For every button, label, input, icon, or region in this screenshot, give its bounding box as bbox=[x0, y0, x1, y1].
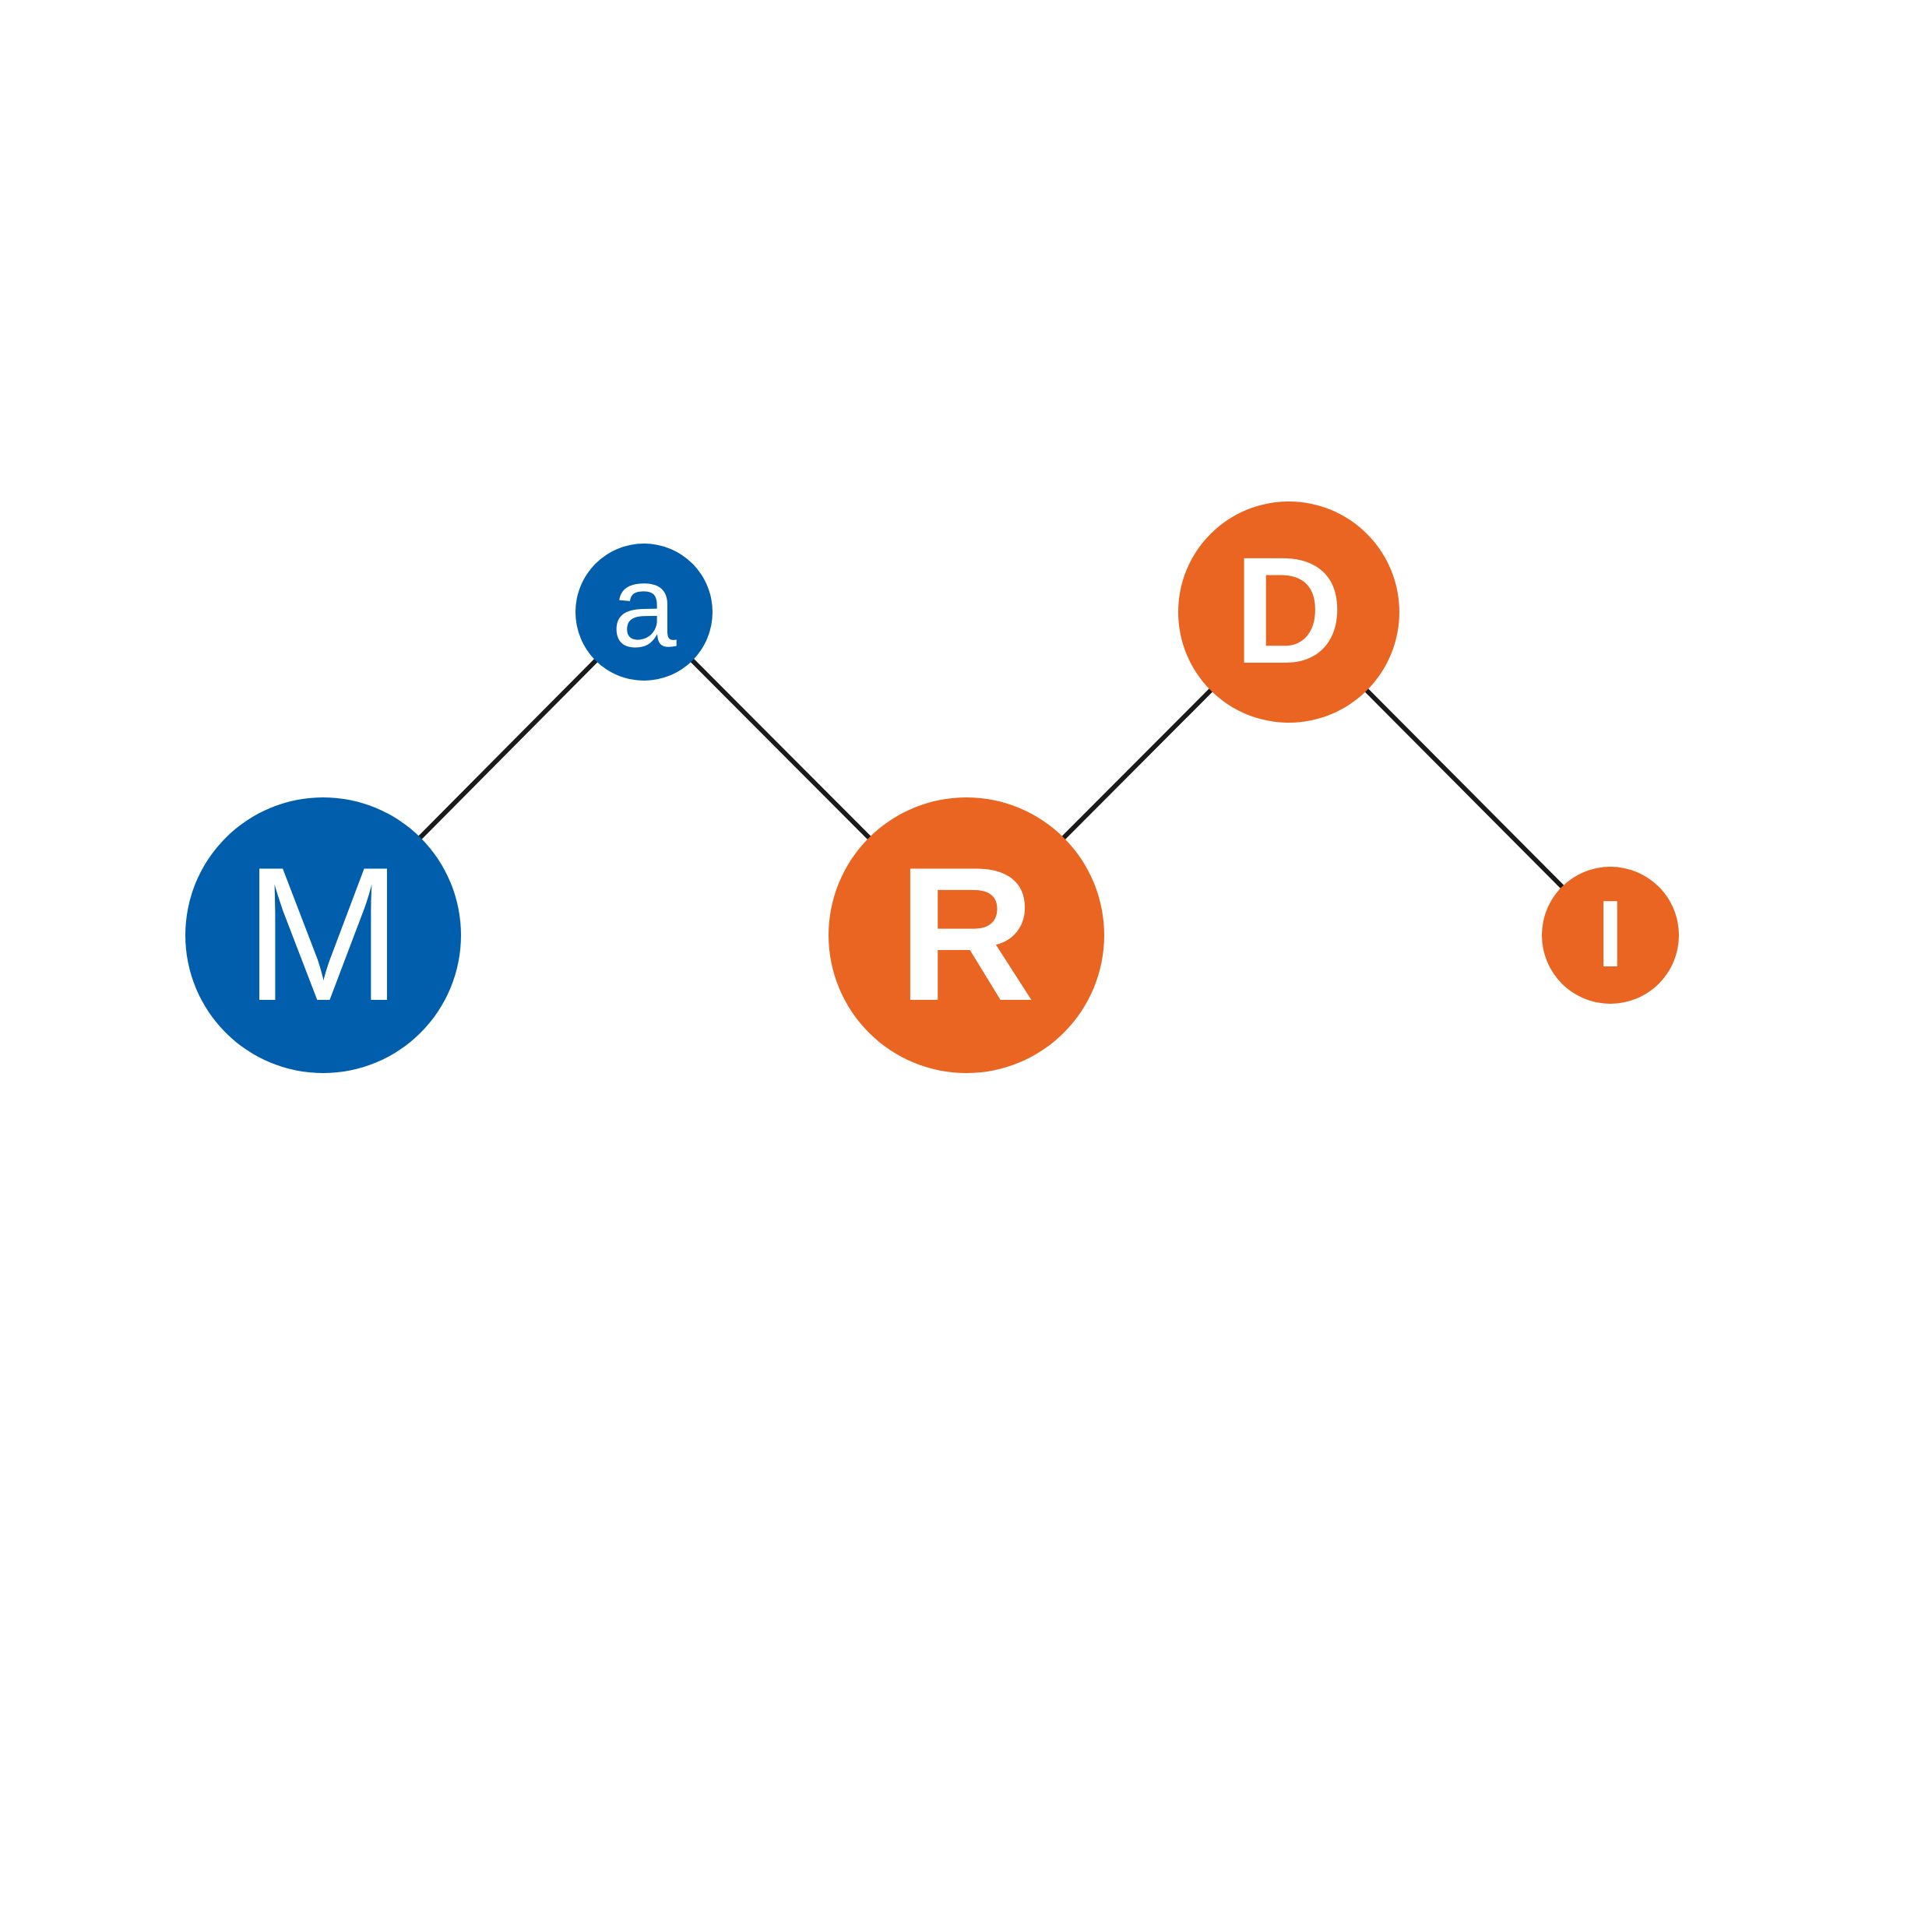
node-a-letter: a bbox=[611, 540, 677, 671]
node-i-circle bbox=[1542, 867, 1679, 1004]
node-a: a bbox=[575, 540, 713, 681]
node-i-letter: I bbox=[1597, 881, 1624, 987]
node-d-letter: D bbox=[1234, 526, 1344, 695]
node-m-circle bbox=[185, 797, 461, 1073]
node-r-letter: R bbox=[898, 827, 1036, 1040]
node-d: D bbox=[1178, 501, 1399, 723]
node-r-circle bbox=[829, 797, 1104, 1073]
node-r: R bbox=[829, 797, 1104, 1073]
node-i: I bbox=[1542, 867, 1679, 1004]
node-m-letter: M bbox=[244, 827, 403, 1040]
node-d-circle bbox=[1178, 501, 1399, 723]
node-a-circle bbox=[575, 544, 713, 681]
node-m: M bbox=[185, 797, 461, 1073]
